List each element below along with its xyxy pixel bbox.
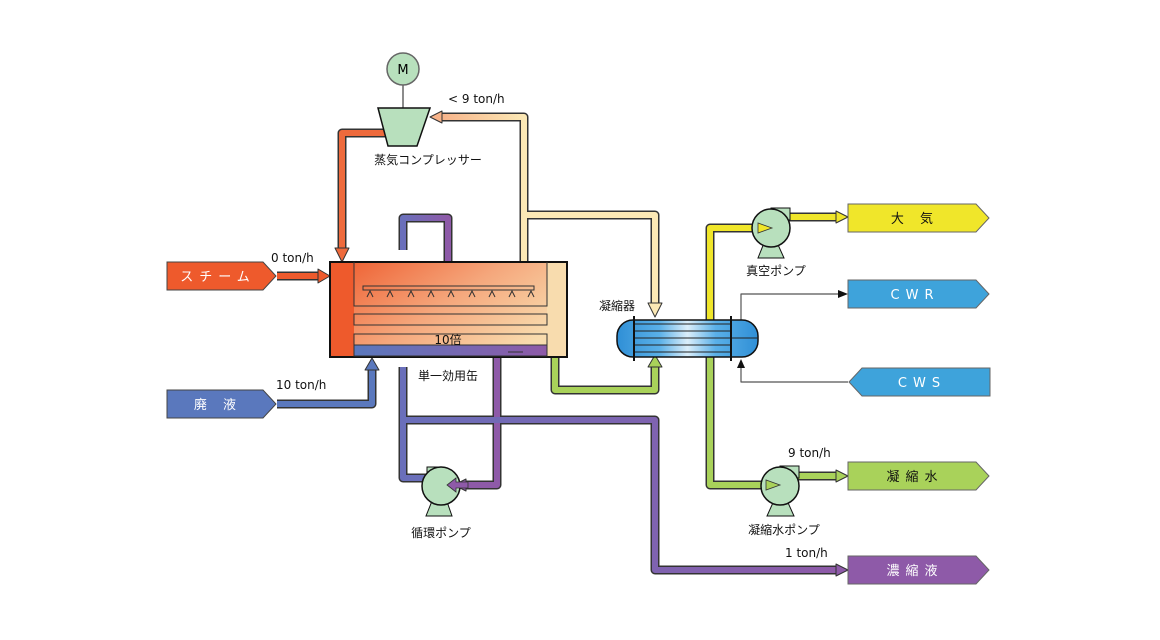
waste-liquid-input: 廃 液 10 ton/h	[166, 378, 326, 419]
compressor-label: 蒸気コンプレッサー	[374, 152, 482, 167]
condensate-label: 凝縮水	[886, 469, 943, 485]
spray-bar	[362, 285, 535, 291]
cwr-label: CWR	[891, 288, 940, 303]
pipes	[277, 110, 849, 577]
condensate-flow: 9 ton/h	[788, 446, 831, 460]
steam-input: スチーム 0 ton/h	[166, 251, 314, 291]
steam-label: スチーム	[180, 270, 256, 285]
steam-flow: 0 ton/h	[271, 251, 314, 265]
circulation-pump: 循環ポンプ	[411, 466, 471, 540]
concentrate-flow: 1 ton/h	[785, 546, 828, 560]
condenser-label: 凝縮器	[599, 298, 635, 313]
condenser: 凝縮器	[599, 298, 759, 361]
cws-label: CWS	[898, 376, 946, 391]
atmosphere-label: 大 気	[891, 211, 939, 227]
vacuum-pump-label: 真空ポンプ	[746, 264, 806, 278]
waste-flow: 10 ton/h	[276, 378, 326, 392]
condensate-output: 凝縮水 9 ton/h	[788, 446, 990, 491]
cwr-output: CWR	[847, 279, 990, 309]
evaporator: 10倍 単一効用缶	[329, 261, 568, 383]
concentration-ratio: 10倍	[434, 332, 461, 347]
motor-label: M	[397, 63, 408, 78]
vacuum-pump: 真空ポンプ	[746, 207, 806, 278]
concentrate-output: 濃縮液 1 ton/h	[785, 546, 990, 585]
condensate-pump-label: 凝縮水ポンプ	[748, 522, 820, 537]
cws-input: CWS	[848, 367, 991, 397]
circulation-pump-label: 循環ポンプ	[411, 526, 471, 540]
atmosphere-output: 大 気	[847, 203, 990, 233]
evaporator-label: 単一効用缶	[418, 368, 478, 383]
waste-label: 廃 液	[194, 397, 242, 413]
condensate-pump: 凝縮水ポンプ	[748, 465, 820, 537]
compressor-flow: < 9 ton/h	[448, 92, 505, 106]
steam-compressor: M 蒸気コンプレッサー < 9 ton/h	[374, 52, 505, 167]
concentrate-label: 濃縮液	[886, 563, 943, 579]
motor-icon	[386, 52, 420, 86]
